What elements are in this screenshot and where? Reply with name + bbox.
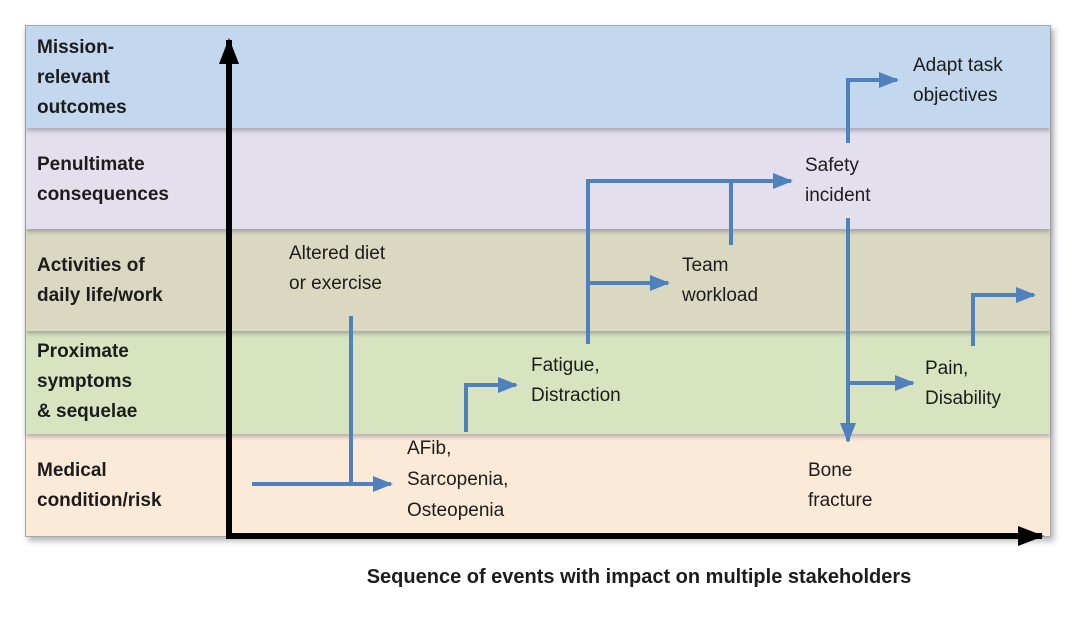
arrow-pain-to-ongoing (971, 287, 1036, 346)
event-fatigue-distraction: Fatigue, Distraction (531, 355, 621, 406)
band-medical-condition (26, 434, 1050, 536)
x-axis-title: Sequence of events with impact on multip… (366, 566, 912, 588)
event-bone-fracture: Bone fracture (808, 460, 873, 511)
band-label-mission-relevant-outcomes: Mission- relevant outcomes (37, 37, 127, 118)
arrow-fatigue-to-safety-incident (586, 173, 793, 344)
event-safety-incident: Safety incident (805, 155, 871, 206)
event-team-workload: Team workload (682, 255, 759, 306)
arrow-safety-to-adapt-task (846, 72, 899, 143)
event-adapt-task-objectives: Adapt task objectives (913, 55, 1003, 106)
band-label-proximate-symptoms: Proximate symptoms & sequelae (37, 341, 138, 422)
band-activities-daily-life (26, 229, 1050, 331)
event-altered-diet: Altered diet or exercise (289, 243, 386, 294)
event-afib-sarcopenia: AFib, Sarcopenia, Osteopenia (407, 438, 509, 521)
band-label-activities-daily-life: Activities of daily life/work (37, 255, 163, 306)
band-penultimate-consequences (26, 128, 1050, 229)
event-pain-disability: Pain, Disability (925, 358, 1002, 409)
arrow-afib-to-fatigue (464, 377, 518, 432)
band-label-medical-condition: Medical condition/risk (37, 460, 162, 511)
band-label-penultimate-consequences: Penultimate consequences (37, 154, 169, 205)
